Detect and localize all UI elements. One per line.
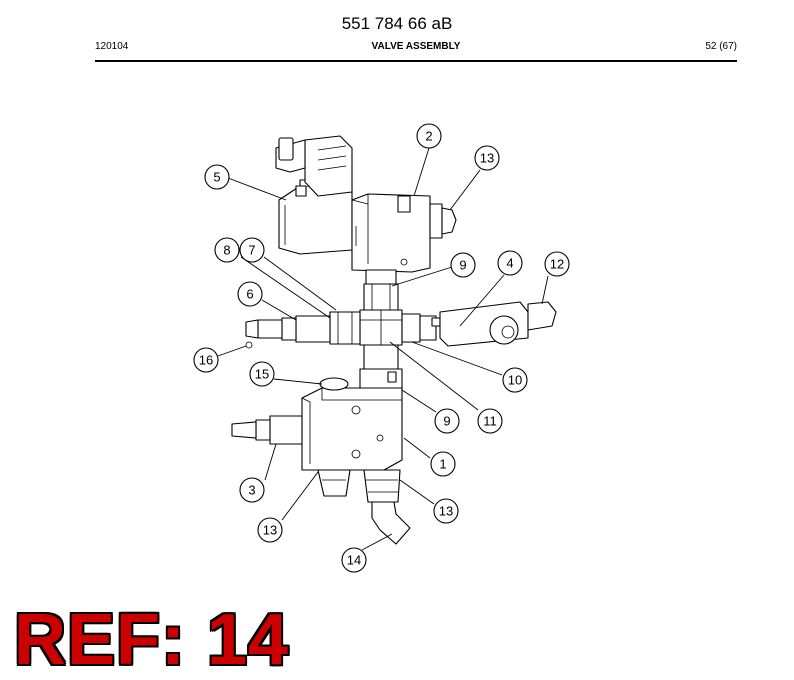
left-fitting-stack [245, 311, 361, 349]
callout-label: 12 [550, 257, 564, 272]
callout-label: 9 [459, 258, 466, 273]
bottom-left-fitting [317, 469, 351, 497]
callout-16: 16 [193, 347, 219, 373]
callout-1: 1 [430, 451, 456, 477]
callout-label: 13 [439, 504, 453, 519]
callout-10: 10 [502, 367, 528, 393]
callout-label: 15 [255, 367, 269, 382]
left-cartridge [231, 415, 303, 445]
callout-label: 4 [506, 256, 513, 271]
callout-6: 6 [237, 281, 263, 307]
upper-valve-body [351, 193, 431, 273]
callout-label: 3 [248, 483, 255, 498]
callout-7: 7 [239, 237, 265, 263]
lower-nut [359, 344, 403, 390]
callout-12: 12 [544, 251, 570, 277]
callout-label: 14 [347, 553, 361, 568]
callout-label: 7 [248, 243, 255, 258]
callout-4: 4 [497, 250, 523, 276]
ref-label: REF: 14 [14, 600, 290, 680]
page-title: VALVE ASSEMBLY [371, 41, 461, 52]
callout-label: 10 [508, 373, 522, 388]
callout-11: 11 [477, 408, 503, 434]
callout-5: 5 [204, 164, 230, 190]
callout-label: 1 [439, 457, 446, 472]
page-number: 52 (67) [705, 41, 737, 52]
callout-9-upper: 9 [450, 252, 476, 278]
callout-13-bottom-right: 13 [433, 498, 459, 524]
callout-label: 2 [425, 129, 432, 144]
callout-label: 13 [480, 151, 494, 166]
cross-tee [359, 309, 403, 346]
right-fitting-stack [401, 301, 557, 347]
callout-label: 5 [213, 170, 220, 185]
callout-13-bottom-left: 13 [257, 517, 283, 543]
solenoid-coil [275, 135, 353, 255]
callout-label: 9 [443, 414, 450, 429]
callout-14: 14 [341, 547, 367, 573]
callout-label: 13 [263, 523, 277, 538]
callout-9-lower: 9 [434, 408, 460, 434]
callouts: 5 2 13 9 4 12 8 7 [193, 123, 570, 573]
upper-nut [363, 269, 399, 311]
document-number: 551 784 66 aB [341, 14, 453, 33]
bottom-fitting-elbow [363, 469, 411, 545]
header-left-code: 120104 [95, 41, 129, 52]
leader-lines [217, 147, 549, 551]
header-rule [95, 60, 737, 62]
parts-drawing [231, 135, 557, 545]
callout-label: 6 [246, 287, 253, 302]
callout-label: 16 [199, 353, 213, 368]
callout-15: 15 [249, 361, 275, 387]
lower-valve-block [301, 377, 403, 471]
callout-13-top: 13 [474, 145, 500, 171]
callout-2: 2 [416, 123, 442, 149]
callout-3: 3 [239, 477, 265, 503]
upper-right-fitting [429, 203, 457, 239]
callout-label: 8 [223, 243, 230, 258]
callout-label: 11 [483, 414, 497, 429]
callout-8: 8 [214, 237, 240, 263]
